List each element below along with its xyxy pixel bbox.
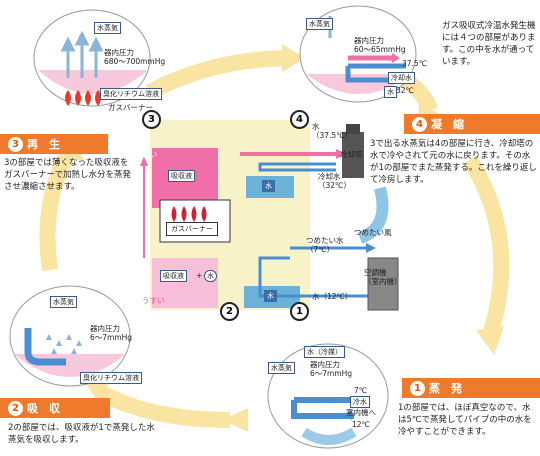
- cooling-water-label: 冷却水: [388, 72, 415, 84]
- water-upper-label: 水: [262, 180, 275, 192]
- temp-in-label: 12℃: [352, 420, 370, 429]
- pressure-label: 器内圧力 6〜7mmHg: [310, 360, 353, 378]
- dilute-label: うすい: [142, 296, 165, 305]
- mix-water-label: 水: [204, 270, 217, 282]
- mix-plus: +: [196, 271, 203, 280]
- solution-label: 臭化リチウム溶液: [80, 372, 142, 384]
- condensation-desc: 3で出る水蒸気は4の部屋に行き、冷却塔の水で冷やされて元の水に戻ります。その水が…: [370, 139, 537, 185]
- water-top-label: 水 （37.5℃）: [312, 122, 353, 140]
- steam-label: 水蒸気: [50, 296, 77, 308]
- burner-label: ガスバーナー: [108, 103, 153, 112]
- steam-label: 水蒸気: [306, 18, 333, 30]
- stage-regeneration-label: 3 再 生: [0, 134, 108, 154]
- return-water-label: 水（12℃）: [312, 292, 353, 301]
- chamber-1-badge: 1: [290, 302, 309, 321]
- condensation-circle: 水蒸気 器内圧力 60〜65mmHg 37.5℃ 冷却水 32℃ 水: [296, 2, 428, 107]
- chilled-water-label: 冷水: [350, 396, 370, 408]
- water-cold-label: 水（冷媒）: [304, 346, 345, 358]
- burner-label: ガスバーナー: [166, 222, 218, 236]
- stage-condensation-label: 4 凝 縮: [404, 114, 540, 134]
- steam-label: 水蒸気: [268, 362, 295, 374]
- regeneration-desc: 3の部屋では薄くなった吸収液をガスバーナーで加熱し水分を蒸発させ濃縮させます。: [4, 158, 131, 192]
- absorbent-label: 吸収液: [168, 170, 195, 182]
- cooling-tower-label: 冷却塔: [340, 150, 363, 159]
- stage-absorption-label: 2 吸 収: [0, 398, 110, 418]
- pressure-label: 器内圧力 60〜65mmHg: [354, 36, 406, 54]
- water-lower-label: 水: [264, 290, 277, 302]
- concentrated-label: 濃い: [142, 150, 157, 159]
- pressure-label: 器内圧力 6〜7mmHg: [90, 324, 133, 342]
- chamber-2-badge: 2: [220, 302, 239, 321]
- solution-label: 臭化リチウム溶液: [100, 88, 162, 100]
- room-label: 室内機へ: [346, 408, 376, 417]
- cold-wind-label: つめたい風: [354, 228, 392, 237]
- pressure-label: 器内圧力 680〜700mmHg: [104, 48, 166, 66]
- cold-water-label: つめたい水 （7℃）: [306, 236, 344, 254]
- chamber-4-badge: 4: [290, 110, 309, 129]
- stage-evaporation-label: 1 蒸 発: [402, 378, 540, 398]
- mix-absorbent-label: 吸収液: [160, 270, 187, 282]
- absorption-desc: 2の部屋では、吸収液が1で蒸発した水蒸気を吸収します。: [8, 423, 155, 445]
- indoor-unit-label: 空調機 （室内機）: [364, 268, 402, 286]
- steam-label: 水蒸気: [94, 22, 121, 34]
- evaporation-desc: 1の部屋では、ほぼ真空なので、水は5℃で蒸発してパイプの中の水を冷やすことができ…: [398, 403, 532, 437]
- temp-out-label: 7℃: [354, 386, 368, 395]
- machine-diagram: [140, 120, 399, 311]
- intro-text: ガス吸収式冷温水発生機には４つの部屋があります。この中を水が通っています。: [442, 21, 536, 67]
- temp-in-label: 32℃: [396, 86, 414, 95]
- temp-out-label: 37.5℃: [402, 59, 428, 68]
- evaporation-circle: 水（冷媒） 水蒸気 器内圧力 6〜7mmHg 7℃ 冷水 室内機へ 12℃: [264, 340, 394, 452]
- cooling-water-label: 冷却水 （32℃）: [318, 172, 351, 190]
- regeneration-circle: 水蒸気 器内圧力 680〜700mmHg 臭化リチウム溶液 ガスバーナー: [30, 8, 165, 113]
- water-label: 水: [384, 86, 397, 98]
- absorption-circle: 水蒸気 器内圧力 6〜7mmHg 臭化リチウム溶液: [6, 282, 142, 392]
- chamber-3-badge: 3: [142, 110, 161, 129]
